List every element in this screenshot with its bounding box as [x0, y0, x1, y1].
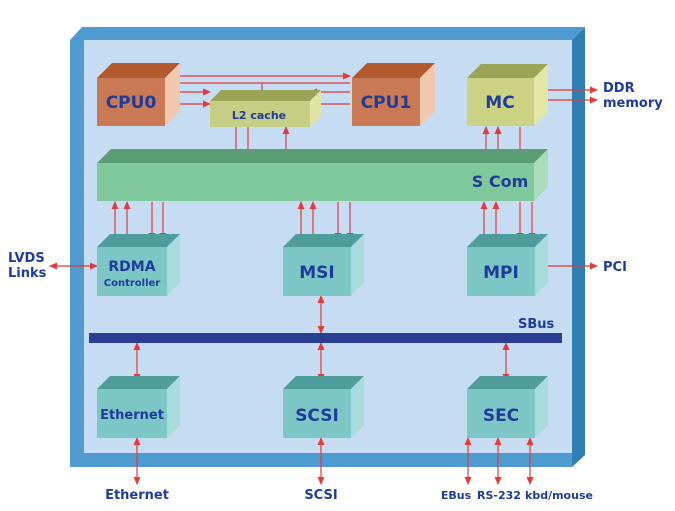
- cpu1-label: CPU1: [361, 93, 412, 113]
- mpi-label: MPI: [483, 263, 519, 283]
- scsi-external-label: SCSI: [304, 488, 337, 503]
- external-labels: DDR memory LVDS Links PCI Ethernet SCSI …: [8, 81, 663, 503]
- mc-block: MC: [467, 64, 548, 126]
- msi-block: MSI: [283, 234, 364, 296]
- pci-label: PCI: [603, 260, 627, 275]
- ddr-sublabel: memory: [603, 96, 663, 111]
- board-right-edge: [572, 27, 585, 467]
- lvds-sublabel: Links: [8, 266, 47, 281]
- rs232-label: RS-232: [477, 489, 521, 502]
- lvds-label: LVDS: [8, 251, 45, 266]
- l2-cache-block: L2 cache: [210, 90, 321, 127]
- ethernet-block-label: Ethernet: [100, 408, 164, 423]
- ethernet-external-label: Ethernet: [105, 488, 169, 503]
- scom-label: S Com: [472, 172, 529, 191]
- ddr-label: DDR: [603, 81, 635, 96]
- scsi-block-label: SCSI: [295, 406, 339, 426]
- scsi-block: SCSI: [283, 376, 364, 438]
- kbd-mouse-label: kbd/mouse: [525, 489, 593, 502]
- cpu0-block: CPU0: [97, 63, 180, 126]
- cpu1-block: CPU1: [352, 63, 435, 126]
- rdma-sublabel: Controller: [104, 278, 161, 289]
- mpi-block: MPI: [467, 234, 548, 296]
- ethernet-block: Ethernet: [97, 376, 180, 438]
- rdma-label: RDMA: [108, 259, 155, 275]
- scom-block: S Com: [97, 149, 548, 201]
- l2-cache-label: L2 cache: [232, 109, 286, 122]
- sec-block-label: SEC: [483, 406, 519, 426]
- sbus-bar: SBus: [89, 317, 562, 343]
- sec-block: SEC: [467, 376, 548, 438]
- rdma-block: RDMA Controller: [97, 234, 180, 296]
- msi-label: MSI: [299, 263, 335, 283]
- mc-label: MC: [485, 93, 514, 113]
- ebus-label: EBus: [441, 489, 472, 502]
- sbus-label: SBus: [518, 317, 555, 332]
- board-top-edge: [70, 27, 585, 40]
- cpu0-label: CPU0: [106, 93, 157, 113]
